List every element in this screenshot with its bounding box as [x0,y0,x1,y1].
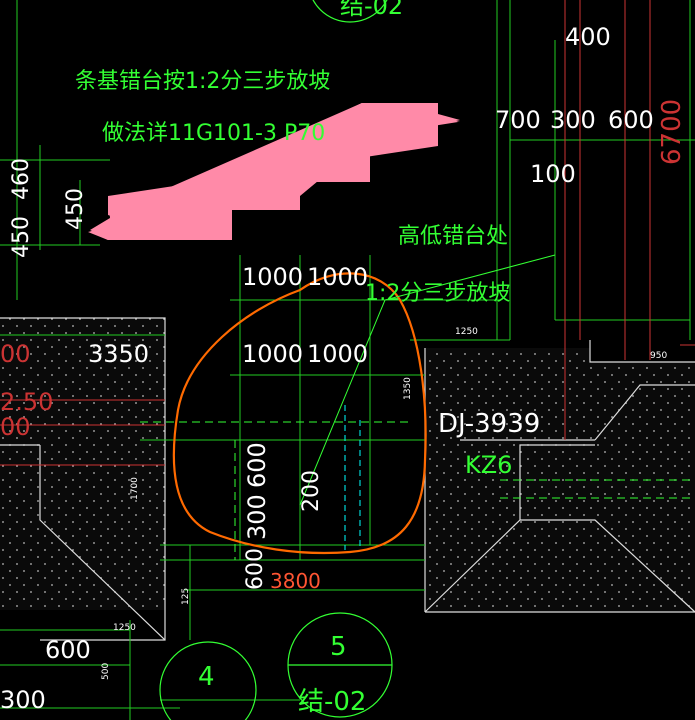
dim-460: 460 [9,158,34,200]
dim-300-left: 300 [0,686,46,714]
dim-00-red-b: 00 [0,413,31,441]
dim-2-50: 2.50 [0,388,53,416]
dim-500-small: 500 [101,663,111,680]
dim-450-outer: 450 [9,216,34,258]
dim-700: 700 [495,106,541,134]
column-id: KZ6 [465,451,512,479]
section-ref-top: 结-02 [340,0,403,20]
dim-1250-small-b: 1250 [113,623,136,633]
revision-cloud [172,272,427,555]
dim-6700: 6700 [657,99,687,165]
dim-200-vertical: 200 [299,470,324,512]
step-note-line1: 条基错台按1:2分三步放坡 [75,69,330,94]
dim-600-top: 600 [608,106,654,134]
leader-line [299,299,386,506]
dim-00-red-a: 00 [0,340,31,368]
dim-600-left: 600 [45,636,91,664]
left-foundation-pad [0,318,165,610]
dim-600-vertical: 600 [243,442,271,488]
cyan-lines [344,405,361,550]
high-low-note-line1: 高低错台处 [398,224,508,249]
dashed-lines [140,421,695,560]
section-circle-top [312,0,388,23]
foundation-id: DJ-3939 [438,409,540,439]
dim-1000-top-right: 1000 [307,263,368,291]
dim-3350: 3350 [88,340,149,368]
dim-950-small: 950 [650,351,667,361]
dim-1250-small: 1250 [455,327,478,337]
leader-line-2 [384,254,556,301]
dim-600-bottom: 600 [243,548,268,590]
dim-300-top: 300 [550,106,596,134]
dim-1000-mid-left: 1000 [242,340,303,368]
section-number-4: 4 [198,662,215,692]
dim-125-small: 125 [181,588,191,605]
step-note-line2: 做法详11G101-3 P70 [102,121,325,146]
dim-1000-mid-right: 1000 [307,340,368,368]
dim-1000-top-left: 1000 [242,263,303,291]
section-number-5: 5 [330,632,347,662]
dim-450-inner: 450 [63,188,88,230]
dim-100: 100 [530,160,576,188]
dim-1700-small: 1700 [130,477,140,500]
dim-1350-small: 1350 [403,377,413,400]
section-ref-bottom: 结-02 [298,687,366,717]
red-lines [0,0,695,466]
section-circle-4 [159,641,257,720]
dim-300-vertical: 300 [243,494,271,540]
dim-3800: 3800 [270,569,321,593]
foundation-outlines [0,317,695,641]
high-low-note-line2: 1:2分三步放坡 [365,281,510,306]
dim-400: 400 [565,23,611,51]
